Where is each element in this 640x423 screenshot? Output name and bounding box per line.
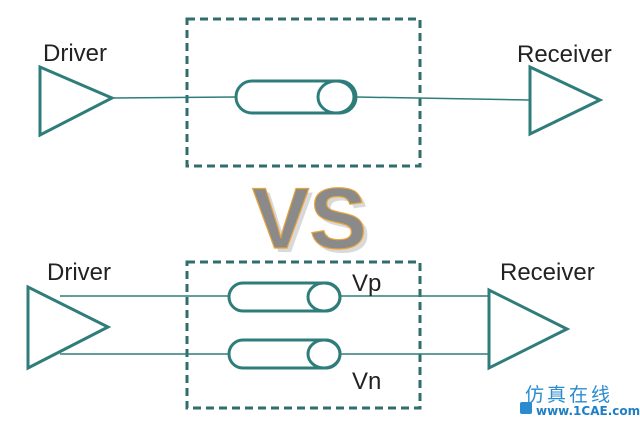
bottom-driver-triangle-icon	[26, 284, 112, 371]
vn-label: Vn	[352, 368, 382, 395]
top-driver-triangle-icon	[38, 64, 116, 138]
differential-diagram	[26, 260, 571, 410]
vn-transmission-line-icon	[227, 338, 342, 370]
watermark-logo-icon	[520, 402, 532, 414]
bottom-receiver-label: Receiver	[500, 259, 595, 286]
vp-transmission-line-icon	[227, 281, 342, 313]
bottom-receiver-triangle-icon	[487, 287, 571, 371]
watermark-url-text: www.1CAE.com	[536, 404, 640, 418]
watermark-cn-text: 仿真在线	[525, 384, 614, 406]
single-ended-diagram	[38, 17, 604, 168]
vs-text: VS	[252, 171, 367, 267]
bottom-driver-label: Driver	[47, 259, 111, 286]
top-transmission-line-icon	[234, 79, 358, 115]
top-receiver-label: Receiver	[517, 41, 612, 68]
top-driver-label: Driver	[43, 40, 107, 67]
vp-label: Vp	[352, 270, 382, 297]
vs-shadow: VS	[256, 175, 371, 271]
top-channel-box	[185, 17, 422, 168]
top-wire-right	[355, 96, 530, 101]
top-receiver-triangle-icon	[528, 64, 604, 137]
top-wire-left	[113, 96, 237, 99]
bottom-channel-box	[185, 260, 422, 410]
vs-logo: VS VS	[251, 170, 371, 271]
